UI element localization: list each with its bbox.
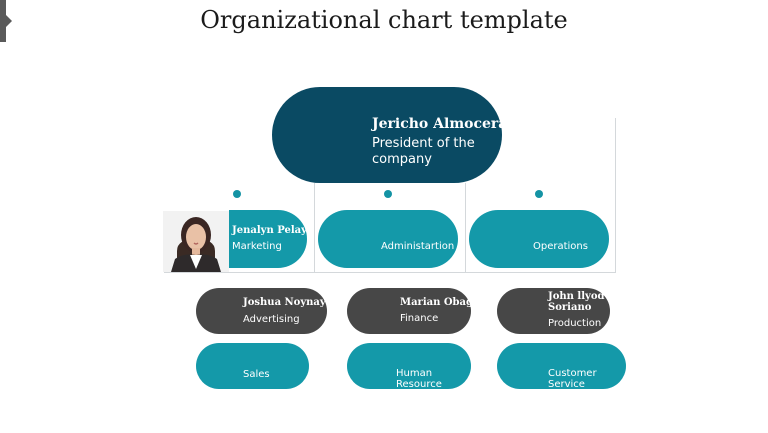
human-resource-role: Human Resource: [396, 368, 442, 390]
sales-node[interactable]: [196, 343, 309, 389]
connector-line: [465, 183, 466, 272]
production-node[interactable]: [497, 288, 610, 334]
finance-node[interactable]: [347, 288, 471, 334]
marketing-role: Marketing: [232, 241, 282, 252]
person-photo-icon: [163, 211, 229, 272]
customer-service-role: Customer Service: [548, 368, 597, 390]
sales-role: Sales: [243, 369, 270, 380]
operations-role: Operations: [533, 241, 588, 252]
marketing-node[interactable]: [229, 210, 307, 268]
page-title: Organizational chart template: [200, 6, 568, 34]
connector-line: [615, 118, 616, 272]
administration-role: Administartion: [381, 241, 455, 252]
connector-line: [164, 272, 616, 273]
marketing-name: Jenalyn Pelayo: [232, 225, 314, 236]
president-node[interactable]: [272, 87, 502, 183]
finance-name: Marian Obag: [400, 297, 474, 308]
president-name: Jericho Almocera: [372, 116, 508, 132]
administration-node[interactable]: [318, 210, 458, 268]
customer-service-node[interactable]: [497, 343, 626, 389]
president-role: President of the company: [372, 136, 475, 167]
advertising-node[interactable]: [196, 288, 327, 334]
operations-node[interactable]: [469, 210, 609, 268]
connector-dot: [535, 190, 543, 198]
human-resource-node[interactable]: [347, 343, 471, 389]
connector-dot: [233, 190, 241, 198]
connector-dot: [384, 190, 392, 198]
production-role: Production: [548, 318, 602, 329]
advertising-role: Advertising: [243, 314, 300, 325]
production-name: John llyod Soriano: [548, 291, 605, 313]
connector-line: [314, 183, 315, 272]
finance-role: Finance: [400, 313, 439, 324]
slide-tab-marker: [0, 0, 12, 42]
advertising-name: Joshua Noynay: [243, 297, 326, 308]
